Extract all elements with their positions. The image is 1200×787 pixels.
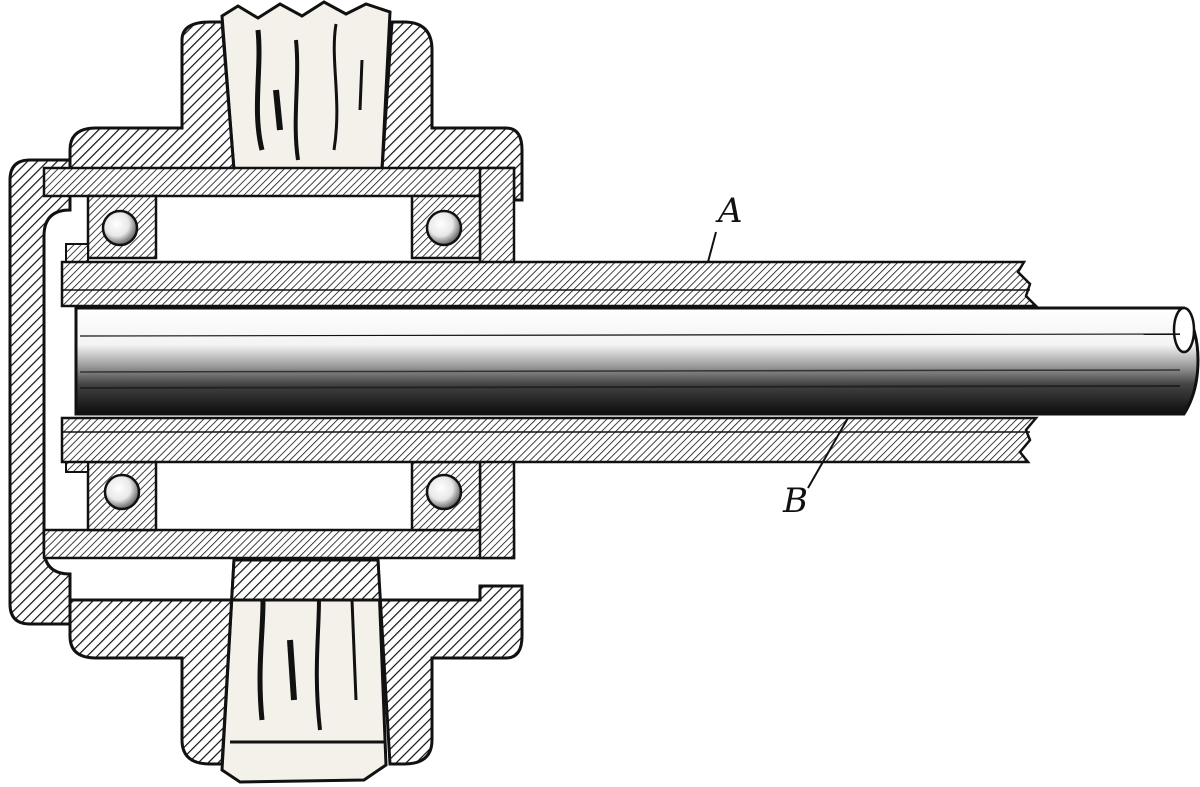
shaft [74,306,1200,416]
lower-spoke [220,558,388,784]
bearing-frame [42,166,516,560]
label-a: A [718,191,743,231]
leader-line-b [807,417,849,489]
leader-line-a [707,231,717,263]
ball-bearing-lower-right [425,473,463,511]
ball-bearing-upper-right [425,209,463,247]
ball-bearing-upper-left [101,209,139,247]
hub-housing [8,20,524,766]
sleeve-b [60,416,1039,464]
ball-bearing-lower-left [103,473,141,511]
ball-bearings [101,209,463,511]
label-b: B [783,481,808,521]
sleeve-a [60,260,1040,308]
upper-spoke [220,0,392,172]
